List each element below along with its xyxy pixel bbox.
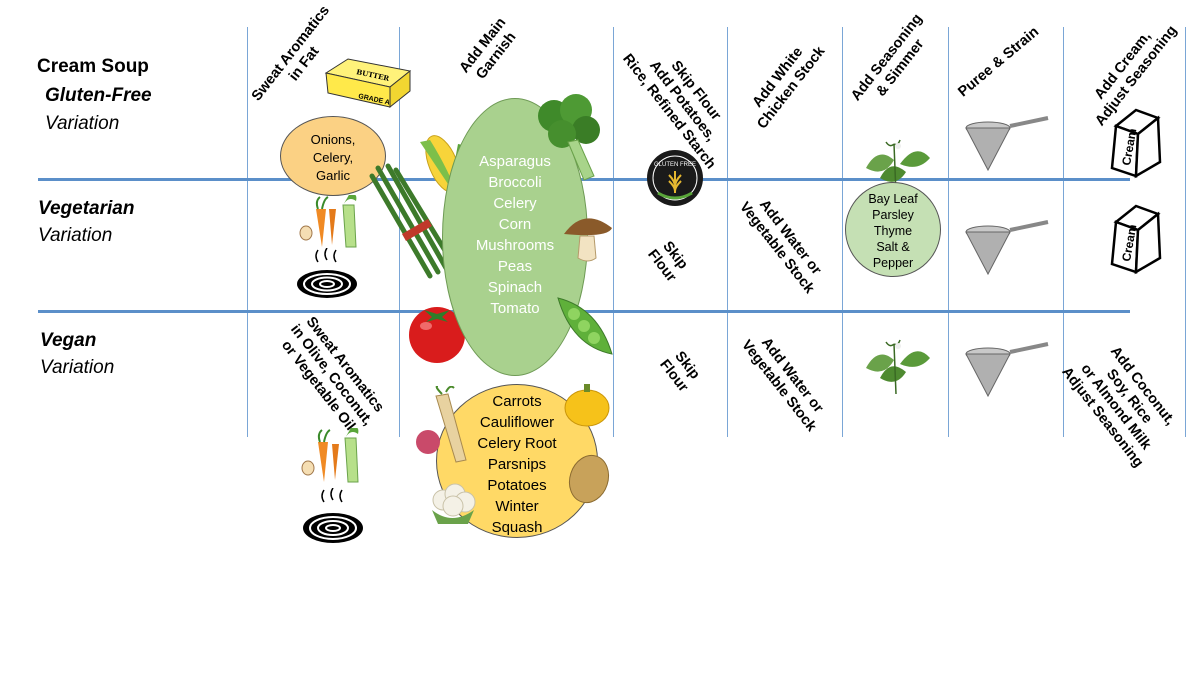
- col-divider-8: [1185, 27, 1186, 437]
- peas-icon: [557, 297, 613, 355]
- strainer-icon: [965, 116, 1049, 172]
- svg-text:Cream: Cream: [1119, 127, 1139, 166]
- gluten-free-label: Gluten-Free: [45, 85, 152, 106]
- col-divider-5: [842, 27, 843, 437]
- aromatics-blob: Onions,Celery,Garlic: [280, 116, 386, 196]
- svg-text:Cream: Cream: [1119, 223, 1139, 262]
- onion-carrot-celery-icon-vegan: [301, 428, 359, 483]
- strainer-icon-vegan: [965, 342, 1049, 398]
- gluten-free-badge-icon: GLUTEN FREE: [647, 150, 703, 206]
- col-divider-4: [727, 27, 728, 437]
- cream-carton-icon: Cream: [1110, 108, 1162, 179]
- strainer-icon-vegetarian: [965, 220, 1049, 276]
- col-divider-7: [1063, 27, 1064, 437]
- butter-icon: BUTTER GRADE A: [324, 58, 412, 109]
- col-divider-2: [399, 27, 400, 437]
- vegetarian-variation-label: Variation: [38, 225, 113, 246]
- burner-icon-vegan: [303, 488, 363, 543]
- broccoli-icon: [538, 94, 600, 181]
- mushroom-icon: [564, 218, 612, 262]
- herb-icon: [866, 139, 930, 195]
- cauliflower-icon: [432, 483, 476, 524]
- tomato-icon: [409, 307, 465, 363]
- col-divider-6: [948, 27, 949, 437]
- potato-icon: [568, 454, 610, 504]
- squash-icon: [564, 384, 610, 427]
- main-garnish-blob: Asparagus Broccoli Celery Corn Mushrooms…: [442, 98, 588, 376]
- diagram-title: Cream Soup: [37, 56, 149, 77]
- header-puree-strain: Puree & Strain: [955, 23, 1043, 101]
- gluten-free-variation-label: Variation: [45, 113, 120, 134]
- onion-carrot-celery-icon: [299, 195, 357, 248]
- header-add-seasoning: Add Seasoning& Simmer: [848, 10, 928, 104]
- vegan-label: Vegan: [40, 330, 97, 351]
- col-divider-1: [247, 27, 248, 437]
- cream-carton-icon-vegetarian: Cream: [1110, 204, 1162, 275]
- seasoning-blob: Bay Leaf Parsley Thyme Salt & Pepper: [845, 182, 941, 277]
- herb-icon-vegan: [866, 339, 930, 395]
- burner-icon: [297, 248, 357, 298]
- vegan-variation-label: Variation: [40, 357, 115, 378]
- svg-text:GLUTEN FREE: GLUTEN FREE: [654, 162, 696, 168]
- asparagus-icon: [369, 163, 455, 279]
- vegetarian-label: Vegetarian: [38, 198, 135, 219]
- root-vegetables-icon: [416, 386, 467, 463]
- col-divider-3: [613, 27, 614, 437]
